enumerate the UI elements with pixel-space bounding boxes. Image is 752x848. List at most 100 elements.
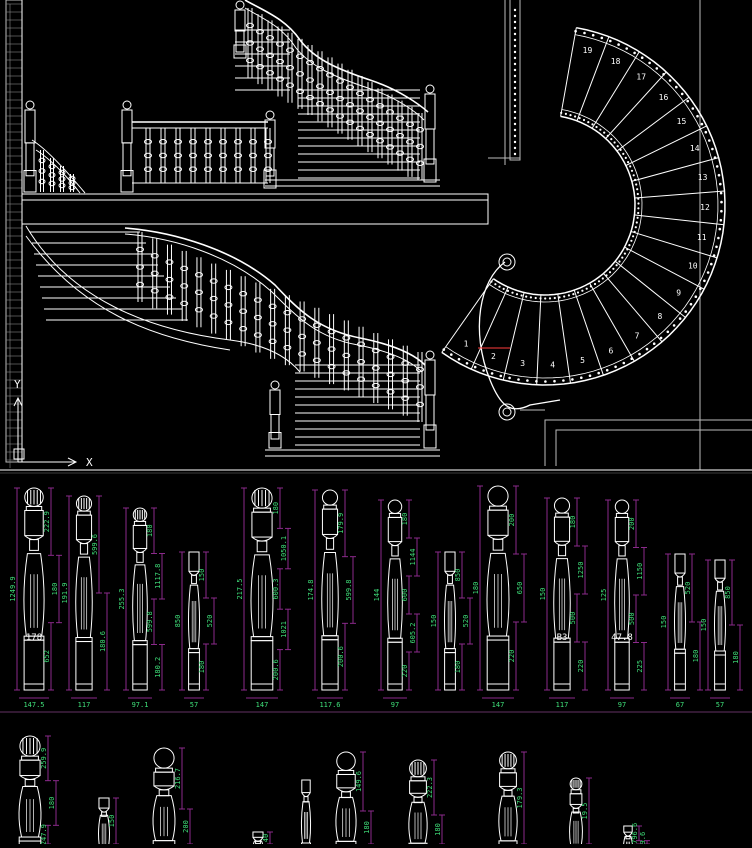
dimension-label: 180 — [363, 821, 371, 834]
tread-number: 11 — [697, 233, 707, 242]
dimension-label: 179.3 — [516, 787, 524, 808]
tread-number: 13 — [698, 173, 708, 182]
width-label: 147 — [256, 701, 269, 709]
dimension-label: 150 — [198, 569, 206, 582]
lower-flight-balusters — [136, 232, 424, 422]
ucs-y-label: Y — [14, 378, 21, 391]
tread-number: 10 — [688, 262, 698, 271]
dimension-label: 1144 — [409, 549, 417, 566]
newel-post-1 — [23, 487, 45, 691]
dimension-label: 850 — [724, 586, 732, 599]
dimension-label: 796.6 — [631, 823, 639, 844]
newel-post-7 — [486, 485, 510, 691]
tread-number: 1 — [464, 340, 469, 349]
width-label: 57 — [716, 701, 724, 709]
dimension-label: 200 — [182, 820, 190, 833]
baluster-3 — [674, 553, 686, 691]
dimension-label: 144 — [373, 589, 381, 602]
dimension-label: 600.3 — [272, 578, 280, 599]
baluster-library-row-2: 259.9180247.9150216.720040149.6180222.31… — [18, 735, 650, 848]
lower-stringer — [25, 225, 301, 373]
ucs-icon — [13, 396, 78, 467]
newel-post-11 — [152, 747, 176, 848]
upper-handrail — [244, 0, 429, 113]
dimension-label: 500 — [569, 612, 577, 625]
dimension-label: 180.6 — [99, 631, 107, 652]
dimension-label: 1150 — [636, 563, 644, 580]
width-label: 117 — [556, 701, 569, 709]
newel-post-12 — [300, 779, 312, 848]
width-label: 97.1 — [132, 701, 149, 709]
ucs-x-label: X — [86, 456, 93, 469]
tread-number: 2 — [491, 352, 496, 361]
baluster-5 — [98, 797, 110, 848]
dimension-label: 259.9 — [40, 748, 48, 769]
dimension-label: 520 — [684, 582, 692, 595]
landing-slab — [21, 193, 489, 225]
dimension-label: 180 — [198, 661, 206, 674]
baluster-library-row-1: 1249.9222.9180652147.5178191.9599.6180.6… — [0, 485, 752, 713]
dimension-label: 222.9 — [43, 511, 51, 532]
dimension-label: 500 — [628, 612, 636, 625]
dimension-label: 180 — [569, 516, 577, 529]
width-label: 97 — [618, 701, 626, 709]
spiral-inner-edge — [492, 115, 636, 296]
dimension-label: 149.6 — [355, 771, 363, 792]
dimension-label: 125 — [600, 589, 608, 602]
dimension-label: 180 — [272, 502, 280, 515]
newel-post-9 — [614, 499, 630, 691]
newel-post-8 — [553, 497, 571, 691]
upper-flight-balusters — [246, 8, 424, 180]
tread-number: 16 — [659, 93, 669, 102]
dimension-label: 225 — [636, 660, 644, 673]
dimension-label: 150 — [430, 615, 438, 628]
dimension-label: 650 — [516, 582, 524, 595]
newel-post-15 — [498, 751, 518, 848]
newel-post-2 — [75, 495, 93, 691]
width-label: 117.6 — [319, 701, 340, 709]
dimension-label: 180 — [51, 583, 59, 596]
starting-step — [478, 261, 561, 410]
spiral-outer-edge — [441, 26, 726, 386]
dimension-label: 180 — [434, 823, 442, 836]
dimension-label: 222.3 — [426, 777, 434, 798]
dimension-label: 40 — [262, 834, 270, 842]
lower-handrail — [124, 227, 426, 366]
dimension-label: 1249.9 — [9, 576, 17, 601]
dimension-label: 180 — [48, 797, 56, 810]
dimension-label: 1050.1 — [280, 536, 288, 561]
tread-number: 9 — [676, 288, 681, 297]
dimension-label: 599.6 — [91, 534, 99, 555]
tread-number: 19 — [583, 46, 593, 55]
landing-balusters — [144, 128, 272, 183]
elevation-newel-posts — [23, 0, 437, 449]
baluster-2 — [444, 551, 456, 691]
dimension-label: 599.8 — [146, 611, 154, 632]
dimension-label: 191.9 — [61, 582, 69, 603]
dimension-label: 180 — [454, 661, 462, 674]
tread-number: 3 — [520, 359, 525, 368]
width-label: 117 — [78, 701, 91, 709]
dimension-label: 200 — [508, 514, 516, 527]
dimension-label: 605.2 — [409, 622, 417, 643]
dimension-label: 520 — [206, 615, 214, 628]
newel-post-6 — [387, 499, 403, 691]
dimension-label: 1250 — [577, 562, 585, 579]
dimension-label: 850 — [454, 569, 462, 582]
dimension-label: 150 — [108, 815, 116, 828]
dimension-label: 180 — [146, 524, 154, 537]
dimension-label: 174.8 — [307, 579, 315, 600]
dimension-label: 1117.8 — [154, 564, 162, 589]
width-label: 57 — [190, 701, 198, 709]
dimension-label: 255.3 — [118, 588, 126, 609]
tread-number: 17 — [636, 73, 646, 82]
dimension-label: 229.6 — [639, 832, 647, 844]
dimension-label: 150 — [539, 588, 547, 601]
newel-post-4 — [250, 487, 274, 691]
left-balusters — [38, 150, 76, 192]
tread-number: 18 — [611, 57, 621, 66]
dimension-label: 180 — [401, 513, 409, 526]
width-label: 67 — [676, 701, 684, 709]
baluster-1 — [188, 551, 200, 691]
